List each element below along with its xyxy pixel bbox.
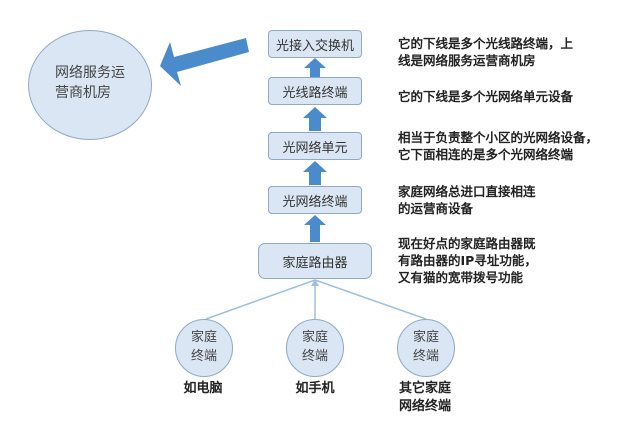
note-line: 相当于负责整个小区的光网络设备， bbox=[398, 130, 599, 145]
note-line: 它的下线是多个光线路终端，上 bbox=[398, 36, 574, 51]
link-other bbox=[314, 279, 427, 320]
router-input-arrowhead bbox=[311, 279, 319, 286]
caption-line: 其它家庭 bbox=[398, 381, 451, 396]
note-onu: 相当于负责整个小区的光网络设备， 它下面相连的是多个光网络终端 bbox=[398, 129, 598, 163]
home-router: 家庭路由器 bbox=[258, 243, 372, 279]
operator-room-node: 网络服务运营商机房 bbox=[28, 30, 152, 140]
terminal-text: 终端 bbox=[301, 349, 328, 364]
operator-label-2: 营商机房 bbox=[55, 85, 111, 102]
big-left-arrow bbox=[160, 38, 249, 86]
terminal-computer: 家庭终端 bbox=[175, 319, 233, 377]
terminal-text: 终端 bbox=[190, 349, 217, 364]
note-line: 又有猫的宽带拨号功能 bbox=[398, 270, 524, 285]
note-access-switch: 它的下线是多个光线路终端，上线是网络服务运营商机房 bbox=[398, 35, 573, 69]
caption-line: 如电脑 bbox=[183, 381, 223, 396]
optical-network-terminal: 光网络终端 bbox=[268, 186, 362, 214]
terminal-phone: 家庭终端 bbox=[286, 319, 344, 377]
note-line: 家庭网络总进口直接相连 bbox=[398, 184, 536, 199]
note-line: 它的下线是多个光网络单元设备 bbox=[398, 89, 574, 104]
up-arrow-1 bbox=[304, 58, 326, 77]
terminal-text: 家庭 bbox=[412, 330, 439, 346]
optical-line-terminal: 光线路终端 bbox=[268, 77, 362, 105]
note-line: 它下面相连的是多个光网络终端 bbox=[398, 147, 574, 162]
caption-other: 其它家庭网络终端 bbox=[375, 380, 475, 416]
caption-line: 网络终端 bbox=[398, 399, 451, 414]
operator-label-1: 网络服务运 bbox=[55, 65, 125, 81]
terminal-text: 终端 bbox=[412, 349, 439, 364]
note-line: 现在好点的家庭路由器既 bbox=[398, 236, 536, 251]
terminal-other: 家庭终端 bbox=[397, 319, 455, 377]
up-arrow-4 bbox=[304, 215, 326, 242]
up-arrow-3 bbox=[303, 161, 327, 185]
caption-line: 如手机 bbox=[295, 381, 335, 396]
note-line: 有路由器的IP寻址功能， bbox=[398, 253, 537, 268]
note-olt: 它的下线是多个光网络单元设备 bbox=[398, 88, 573, 105]
caption-phone: 如手机 bbox=[265, 380, 365, 398]
note-line: 线是网络服务运营商机房 bbox=[398, 53, 536, 68]
note-router: 现在好点的家庭路由器既有路由器的IP寻址功能， 又有猫的宽带拨号功能 bbox=[398, 235, 537, 286]
optical-access-switch: 光接入交换机 bbox=[268, 30, 362, 58]
terminal-text: 家庭 bbox=[301, 330, 328, 346]
up-arrow-2 bbox=[303, 107, 327, 131]
terminal-text: 家庭 bbox=[190, 330, 217, 346]
caption-computer: 如电脑 bbox=[153, 380, 253, 398]
note-line: 的运营商设备 bbox=[398, 201, 474, 216]
link-computer bbox=[205, 279, 316, 320]
optical-network-unit: 光网络单元 bbox=[268, 132, 362, 160]
note-ont: 家庭网络总进口直接相连的运营商设备 bbox=[398, 183, 536, 217]
